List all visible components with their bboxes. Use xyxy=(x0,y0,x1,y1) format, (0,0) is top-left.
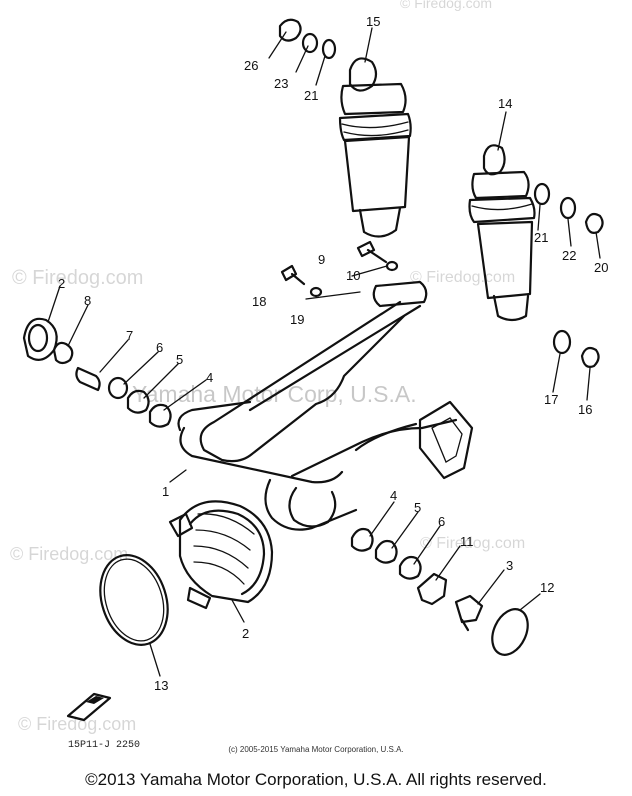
label-6-left: 6 xyxy=(156,340,163,355)
watermark-left-bottom: © Firedog.com xyxy=(18,714,136,734)
label-19: 19 xyxy=(290,312,304,327)
label-5-right: 5 xyxy=(414,500,421,515)
bolt-hardware xyxy=(280,240,399,300)
label-4-right: 4 xyxy=(390,488,397,503)
label-2-bottom: 2 xyxy=(242,626,249,641)
watermarks: © Firedog.com © Firedog.com © Firedog.co… xyxy=(10,0,525,734)
watermark-left-top: © Firedog.com xyxy=(12,267,143,289)
label-22: 22 xyxy=(562,248,576,263)
label-11: 11 xyxy=(460,534,474,549)
label-4-left: 4 xyxy=(206,370,213,385)
label-8: 8 xyxy=(84,293,91,308)
copyright-notice: ©2013 Yamaha Motor Corporation, U.S.A. A… xyxy=(85,770,547,789)
lower-right-hardware xyxy=(552,329,600,401)
top-hardware xyxy=(268,18,337,86)
label-5-left: 5 xyxy=(176,352,183,367)
part-labels: 26 23 21 15 14 21 22 20 9 10 18 19 2 8 7… xyxy=(58,14,608,693)
label-21-top: 21 xyxy=(304,88,318,103)
label-1: 1 xyxy=(162,484,169,499)
diagram-code: 15P11-J 2250 xyxy=(68,740,141,751)
watermark-top: © Firedog.com xyxy=(400,0,492,11)
label-18: 18 xyxy=(252,294,266,309)
small-credit: (c) 2005-2015 Yamaha Motor Corporation, … xyxy=(228,745,404,754)
label-7: 7 xyxy=(126,328,133,343)
right-hardware xyxy=(533,182,604,259)
shock-absorber-14 xyxy=(468,111,536,322)
label-2-left: 2 xyxy=(58,276,65,291)
label-16: 16 xyxy=(578,402,592,417)
label-12: 12 xyxy=(540,580,554,595)
label-23: 23 xyxy=(274,76,288,91)
label-15: 15 xyxy=(366,14,380,29)
label-9: 9 xyxy=(318,252,325,267)
label-13: 13 xyxy=(154,678,168,693)
fwd-arrow-icon xyxy=(66,692,112,722)
shock-absorber-15 xyxy=(338,27,412,238)
watermark-right-top: © Firedog.com xyxy=(410,269,515,286)
watermark-left-mid: © Firedog.com xyxy=(10,544,128,564)
hub-assembly xyxy=(99,500,274,677)
label-17: 17 xyxy=(544,392,558,407)
label-3: 3 xyxy=(506,558,513,573)
right-pivot-parts xyxy=(350,501,541,656)
label-21-right: 21 xyxy=(534,230,548,245)
label-20: 20 xyxy=(594,260,608,275)
label-14: 14 xyxy=(498,96,512,111)
left-pivot-parts xyxy=(22,285,207,428)
label-10: 10 xyxy=(346,268,360,283)
label-26: 26 xyxy=(244,58,258,73)
label-6-right: 6 xyxy=(438,514,445,529)
parts-diagram: © Firedog.com © Firedog.com © Firedog.co… xyxy=(10,0,608,734)
swing-arm-1 xyxy=(169,280,474,531)
